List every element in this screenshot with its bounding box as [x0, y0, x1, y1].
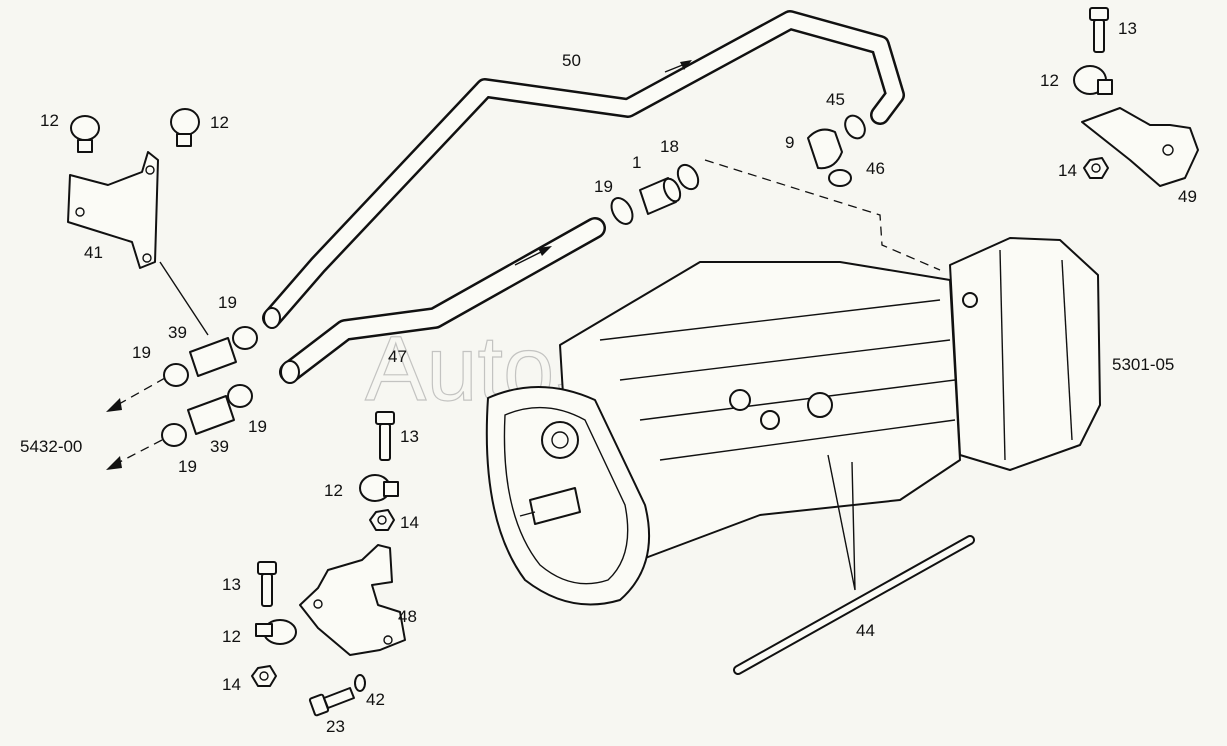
bolt-23: [308, 687, 355, 717]
callout-44: 44: [856, 621, 875, 640]
hidden-line-pipe: [704, 159, 941, 271]
callout-49: 49: [1178, 187, 1197, 206]
callout-23: 23: [326, 717, 345, 736]
clamp-19-left-b: [163, 363, 189, 387]
callout-41: 41: [84, 243, 103, 262]
callout-5432-00: 5432-00: [20, 437, 82, 456]
callout-19-left-c: 19: [248, 417, 267, 436]
callout-14-middle: 14: [400, 513, 419, 532]
callout-13-lower: 13: [222, 575, 241, 594]
callout-50: 50: [562, 51, 581, 70]
transmission-housing: [485, 237, 1101, 606]
callout-1: 1: [632, 153, 641, 172]
pipe-47: [279, 217, 606, 384]
callout-12-left-b: 12: [210, 113, 229, 132]
bolt-13-lower: [257, 561, 277, 607]
callout-14-top: 14: [1058, 161, 1077, 180]
callout-18: 18: [660, 137, 679, 156]
callout-12-lower: 12: [222, 627, 241, 646]
callout-46: 46: [866, 159, 885, 178]
clamp-18: [676, 163, 700, 191]
callout-42: 42: [366, 690, 385, 709]
callout-19-left-d: 19: [178, 457, 197, 476]
clamp-19-left-c: [227, 384, 253, 408]
clamp-19-upper: [610, 197, 634, 225]
nut-14-top: [1083, 157, 1109, 179]
clamp-19-left-d: [161, 423, 187, 447]
sleeve-39-upper: [189, 337, 237, 377]
callout-19-left-a: 19: [218, 293, 237, 312]
callout-12-left-a: 12: [40, 111, 59, 130]
washer-42: [354, 674, 366, 692]
callout-19-upper: 19: [594, 177, 613, 196]
callout-13-top: 13: [1118, 19, 1137, 38]
clamp-12-left-b: [170, 108, 200, 147]
callout-19-left-b: 19: [132, 343, 151, 362]
nut-14-middle: [369, 509, 395, 531]
clamp-12-top: [1073, 65, 1113, 95]
callout-47: 47: [388, 347, 407, 366]
callout-48: 48: [398, 607, 417, 626]
clamp-45: [844, 114, 866, 140]
pipe-50: [262, 10, 905, 329]
clamp-46: [828, 169, 852, 187]
callout-39-lower: 39: [210, 437, 229, 456]
bracket-41: [67, 151, 209, 336]
sleeve-1: [639, 177, 682, 215]
bolt-13-middle: [375, 411, 395, 461]
bracket-48: [299, 544, 406, 656]
outlet-arrows: [106, 377, 166, 470]
callout-12-middle: 12: [324, 481, 343, 500]
sleeve-39-lower: [187, 395, 235, 435]
callout-14-lower: 14: [222, 675, 241, 694]
elbow-9: [807, 128, 843, 170]
clamp-19-left-a: [232, 326, 258, 350]
callout-12-top: 12: [1040, 71, 1059, 90]
callout-9: 9: [785, 133, 794, 152]
rod-44: [733, 454, 975, 675]
clamp-12-middle: [359, 474, 399, 502]
callout-5301-05: 5301-05: [1112, 355, 1174, 374]
nut-14-lower: [251, 665, 277, 687]
bolt-13-top: [1089, 7, 1109, 53]
clamp-12-lower: [255, 619, 297, 645]
bracket-49: [1081, 107, 1199, 187]
clamp-12-left-a: [70, 115, 100, 153]
callout-39-upper: 39: [168, 323, 187, 342]
callout-45: 45: [826, 90, 845, 109]
callout-13-middle: 13: [400, 427, 419, 446]
